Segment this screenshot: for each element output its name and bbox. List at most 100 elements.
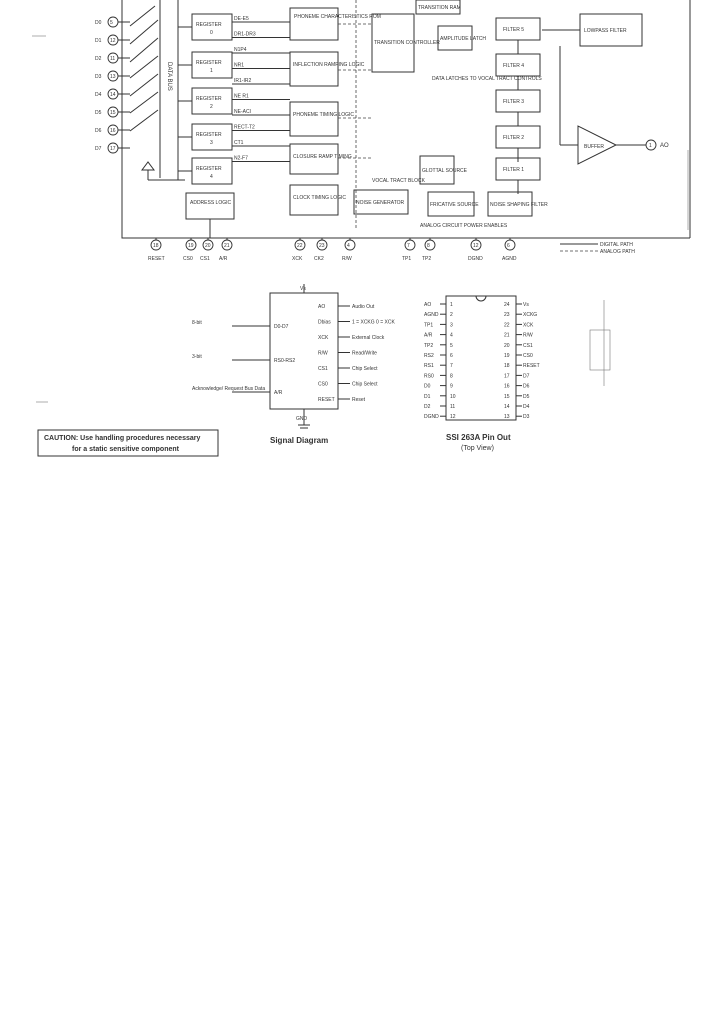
pin-right-num: 16 — [504, 384, 510, 390]
pin-right-num: 14 — [504, 404, 510, 410]
data-pin-label: D4 — [95, 92, 102, 98]
bottom-pins: 18RESET19CS020CS121A/R22XCK23CK24R/W7TP1… — [148, 238, 517, 262]
bottom-pin-circle — [316, 239, 328, 251]
pin-left-name: D2 — [424, 404, 431, 410]
pin-left-name: A/R — [424, 333, 433, 339]
pinout-notch-icon — [475, 295, 487, 302]
bottom-pin-label: CK2 — [314, 256, 324, 262]
pin-left-num: 3 — [450, 322, 453, 328]
register-output-label: CT1 — [234, 140, 244, 146]
bottom-pin-num: 23 — [319, 243, 325, 249]
signal-input-pin: A/R — [274, 390, 283, 396]
lowpass-filter-label: LOWPASS FILTER — [584, 28, 627, 34]
bottom-pin-label: TP1 — [402, 256, 411, 262]
register-num: 2 — [210, 104, 213, 110]
register-output-label: DE-E5 — [234, 16, 249, 22]
registers: REGISTER0REGISTER1REGISTER2REGISTER3REGI… — [177, 0, 233, 185]
signal-input-label: 8-bit — [192, 320, 202, 326]
data-pin-num: 14 — [110, 92, 116, 98]
register-name: REGISTER — [196, 60, 222, 66]
bottom-pin-num: 4 — [347, 243, 350, 249]
buffer-label: BUFFER — [584, 144, 604, 150]
bottom-pin-num: 21 — [224, 243, 230, 249]
register-name: REGISTER — [196, 96, 222, 102]
chip-frame — [121, 0, 560, 239]
caution-line-2: for a static sensitive component — [72, 446, 180, 453]
data-pin-label: D6 — [95, 128, 102, 134]
pin-left-num: 1 — [450, 302, 453, 308]
signal-diagram: Vs GND 8-bitD0-D73-bitRS0-RS2Acknowledge… — [192, 284, 395, 445]
pin-right-name: RESET — [523, 363, 540, 369]
pin-left-num: 10 — [450, 394, 456, 400]
bottom-pin-num: 18 — [153, 243, 159, 249]
data-pin-num: 13 — [110, 74, 116, 80]
pinout-subtitle: (Top View) — [461, 445, 494, 452]
glottal-source-label: GLOTTAL SOURCE — [422, 168, 468, 174]
pin-left-num: 6 — [450, 353, 453, 359]
signal-top-label: Vs — [300, 286, 306, 292]
pin-left-name: AO — [424, 302, 431, 308]
bottom-pin-num: 12 — [473, 243, 479, 249]
legend-digital: DIGITAL PATH — [600, 242, 633, 248]
output-pin-circle — [645, 139, 657, 151]
pin-right-num: 17 — [504, 373, 510, 379]
address-logic-label: ADDRESS LOGIC — [190, 200, 232, 206]
noise-shaping-box — [487, 191, 533, 217]
caution-border — [37, 429, 219, 457]
signal-input-label: Acknowledge/ Request Bus Data — [192, 386, 265, 392]
bottom-pin-circle — [504, 239, 516, 251]
bottom-pin-num: 20 — [205, 243, 211, 249]
signal-output-desc: Read/Write — [352, 351, 377, 357]
signal-output-desc: Reset — [352, 397, 366, 403]
register-num: 3 — [210, 140, 213, 146]
legend: DIGITAL PATH ANALOG PATH — [560, 242, 635, 255]
pin-right-name: R/W — [523, 333, 533, 339]
pin-left-num: 2 — [450, 312, 453, 318]
register-output-label: NE R1 — [234, 94, 249, 100]
bottom-pin-circle — [344, 239, 356, 251]
bottom-pin-num: 8 — [427, 243, 430, 249]
pin-left-num: 9 — [450, 384, 453, 390]
bottom-pin-circle — [221, 239, 233, 251]
signal-input-label: 3-bit — [192, 354, 202, 360]
bottom-pin-num: 6 — [507, 243, 510, 249]
signal-output-pin: XCK — [318, 335, 329, 341]
pin-right-name: Vs — [523, 302, 529, 308]
filter-label: FILTER 3 — [503, 99, 524, 105]
bottom-pin-label: RESET — [148, 256, 165, 262]
closure-box — [289, 143, 339, 175]
register-num: 1 — [210, 68, 213, 74]
signal-output-desc: Chip Select — [352, 366, 378, 372]
pin-right-num: 19 — [504, 353, 510, 359]
register-name: REGISTER — [196, 166, 222, 172]
pin-right-name: D7 — [523, 373, 530, 379]
data-bus: DATA BUS — [129, 0, 172, 178]
bottom-pin-circle — [150, 239, 162, 251]
bottom-pin-label: CS1 — [200, 256, 210, 262]
phoneme-rom-box — [289, 7, 339, 41]
pin-right-num: 15 — [504, 394, 510, 400]
bottom-pin-circle — [424, 239, 436, 251]
signal-output-pin: RESET — [318, 397, 335, 403]
signal-output-desc: 1 = XCKG 0 = XCK — [352, 320, 395, 326]
pin-left-name: D1 — [424, 394, 431, 400]
bottom-pin-label: DGND — [468, 256, 483, 262]
bottom-pin-circle — [294, 239, 306, 251]
register-output-label: NR1 — [234, 63, 244, 69]
data-pin-num: 16 — [110, 128, 116, 134]
filter-label: FILTER 1 — [503, 167, 524, 173]
pin-right-name: CS1 — [523, 343, 533, 349]
output-pin-label: AO — [660, 143, 669, 149]
signal-ground-label: GND — [296, 416, 308, 422]
data-bus-label: DATA BUS — [166, 62, 172, 91]
pin-left-num: 8 — [450, 373, 453, 379]
signal-output-desc: External Clock — [352, 335, 385, 341]
pin-left-name: TP1 — [424, 322, 433, 328]
pin-left-name: AGND — [424, 312, 439, 318]
